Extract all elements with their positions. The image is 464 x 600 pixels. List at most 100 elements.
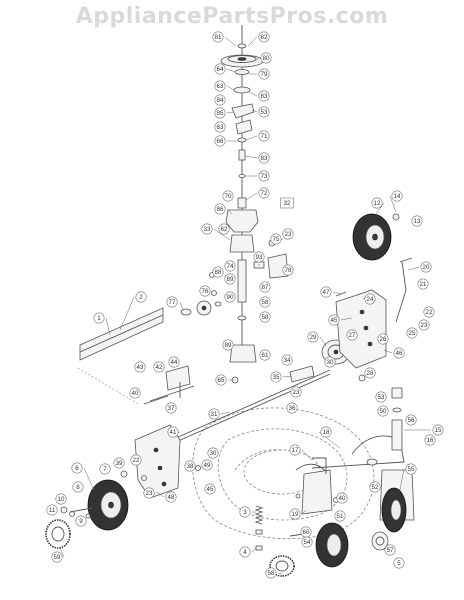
callout-c45b: 45 bbox=[204, 483, 216, 495]
callout-c76: 76 bbox=[199, 285, 211, 297]
callout-c45: 45 bbox=[328, 314, 340, 326]
callout-number: 61 bbox=[262, 352, 269, 359]
callout-c58b: 58 bbox=[259, 311, 271, 323]
callout-number: 58 bbox=[262, 314, 269, 321]
callout-c9: 9 bbox=[75, 515, 87, 527]
callout-marker bbox=[336, 492, 348, 504]
callout-c6: 6 bbox=[71, 462, 83, 474]
callout-c20: 20 bbox=[420, 261, 432, 273]
callout-marker bbox=[199, 285, 211, 297]
callout-c62: 62 bbox=[218, 223, 230, 235]
callout-number: 88 bbox=[215, 269, 222, 276]
callout-marker bbox=[432, 424, 444, 436]
callout-c42: 42 bbox=[153, 361, 165, 373]
callout-number: 35 bbox=[273, 374, 280, 381]
callout-number: 12 bbox=[374, 200, 381, 207]
callout-c21: 21 bbox=[417, 278, 429, 290]
callout-marker bbox=[411, 215, 423, 227]
callout-c75: 75 bbox=[270, 233, 282, 245]
callout-marker bbox=[286, 402, 298, 414]
callout-marker bbox=[289, 444, 301, 456]
callout-marker bbox=[320, 286, 332, 298]
callout-number: 84 bbox=[217, 97, 224, 104]
callout-number: 66 bbox=[217, 138, 224, 145]
callout-marker bbox=[51, 551, 63, 563]
callout-number: 9 bbox=[79, 518, 83, 525]
callout-c74: 74 bbox=[224, 260, 236, 272]
callout-marker bbox=[281, 354, 293, 366]
callout-marker bbox=[377, 405, 389, 417]
callout-marker bbox=[334, 510, 346, 522]
callout-marker bbox=[212, 31, 224, 43]
callout-c87: 87 bbox=[259, 281, 271, 293]
callout-c32: 32 bbox=[280, 197, 294, 209]
callout-marker bbox=[134, 361, 146, 373]
callout-marker bbox=[290, 386, 302, 398]
callout-marker bbox=[55, 493, 67, 505]
callout-c93: 93 bbox=[253, 251, 265, 263]
callout-number: 24 bbox=[367, 296, 374, 303]
callout-c84: 84 bbox=[214, 94, 226, 106]
callout-number: 45 bbox=[331, 317, 338, 324]
callout-c77: 77 bbox=[166, 296, 178, 308]
callout-c30a: 30 bbox=[324, 356, 336, 368]
callout-marker bbox=[143, 487, 155, 499]
callout-marker bbox=[320, 426, 332, 438]
callout-c28: 28 bbox=[364, 367, 376, 379]
callout-number: 11 bbox=[49, 507, 56, 514]
callout-number: 55 bbox=[408, 466, 415, 473]
callout-c7: 7 bbox=[99, 463, 111, 475]
callout-marker bbox=[364, 367, 376, 379]
callout-c55: 55 bbox=[405, 463, 417, 475]
callout-number: 21 bbox=[420, 281, 427, 288]
callout-marker bbox=[258, 152, 270, 164]
callout-c82: 82 bbox=[258, 31, 270, 43]
callout-c50: 50 bbox=[377, 405, 389, 417]
callout-number: 40 bbox=[132, 390, 139, 397]
callout-number: 56 bbox=[408, 417, 415, 424]
front-caster-wheel bbox=[381, 487, 407, 533]
callout-marker bbox=[282, 264, 294, 276]
callout-c25: 25 bbox=[406, 327, 418, 339]
callout-marker bbox=[212, 266, 224, 278]
callout-c15: 15 bbox=[432, 424, 444, 436]
callout-number: 8 bbox=[76, 484, 80, 491]
callout-marker bbox=[384, 544, 396, 556]
callout-marker bbox=[75, 515, 87, 527]
callout-number: 51 bbox=[337, 513, 344, 520]
callout-marker bbox=[214, 80, 226, 92]
callout-number: 6 bbox=[75, 465, 79, 472]
callout-c1: 1 bbox=[93, 312, 105, 324]
callout-marker bbox=[364, 293, 376, 305]
callout-number: 26 bbox=[380, 336, 387, 343]
callout-c30b: 30 bbox=[207, 447, 219, 459]
callout-marker bbox=[423, 306, 435, 318]
callout-marker bbox=[208, 408, 220, 420]
callout-c56: 56 bbox=[405, 414, 417, 426]
callout-number: 16 bbox=[427, 437, 434, 444]
callout-marker bbox=[165, 491, 177, 503]
callout-c83b: 83 bbox=[258, 152, 270, 164]
callout-marker bbox=[129, 387, 141, 399]
callout-number: 54 bbox=[304, 539, 311, 546]
caster-hardware bbox=[366, 387, 403, 466]
callout-marker bbox=[405, 463, 417, 475]
callout-number: 27 bbox=[349, 332, 356, 339]
callout-number: 89 bbox=[227, 276, 234, 283]
callout-marker bbox=[184, 460, 196, 472]
callout-marker bbox=[214, 94, 226, 106]
callout-number: 20 bbox=[423, 264, 430, 271]
callout-c31: 31 bbox=[208, 408, 220, 420]
callout-number: 63 bbox=[217, 124, 224, 131]
callout-c24: 24 bbox=[364, 293, 376, 305]
hubcap-left bbox=[45, 519, 71, 549]
callout-marker bbox=[258, 31, 270, 43]
callout-marker bbox=[391, 190, 403, 202]
callout-number: 59 bbox=[54, 554, 61, 561]
callout-c44: 44 bbox=[168, 356, 180, 368]
callout-c85: 85 bbox=[214, 107, 226, 119]
callout-number: 28 bbox=[367, 370, 374, 377]
callout-number: 3 bbox=[243, 509, 247, 516]
callout-marker bbox=[270, 371, 282, 383]
callout-marker bbox=[258, 187, 270, 199]
